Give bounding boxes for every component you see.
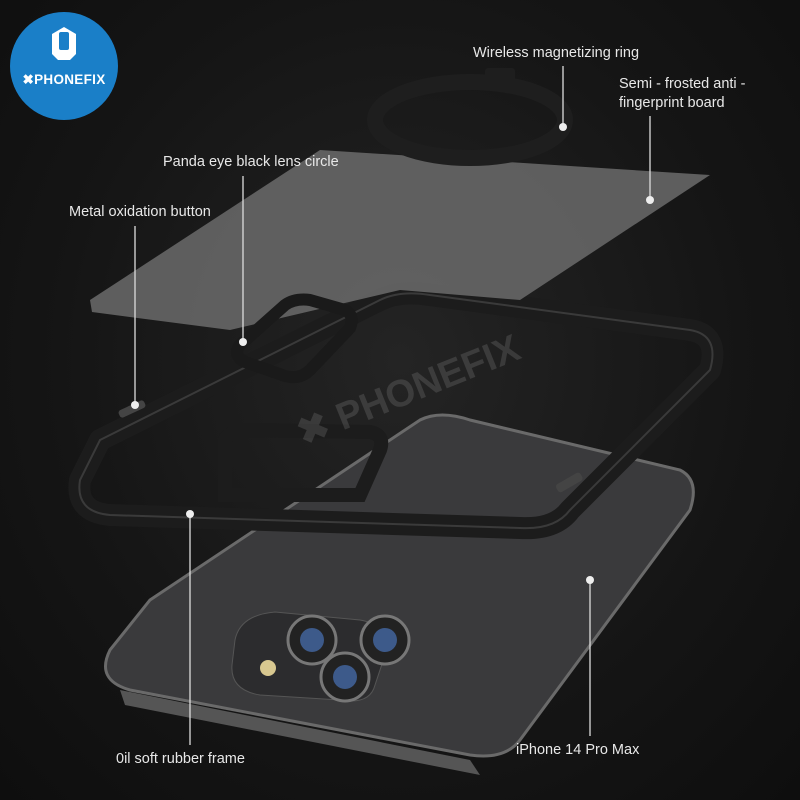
label-frosted-board-1: Semi - frosted anti - [619,76,746,92]
x-icon: ✖ [22,72,35,87]
panda-lens-ring [231,293,358,384]
phonefix-logo: ✖PHONEFIX [10,12,118,120]
magnetizing-ring [367,68,573,166]
wrench-phone-icon [52,27,76,60]
iphone-body [104,413,695,775]
frosted-back-plate [90,150,710,330]
camera-lenses [260,614,411,703]
label-phone-model: iPhone 14 Pro Max [516,742,640,758]
label-rubber-frame: 0il soft rubber frame [116,751,245,767]
logo-text: PHONEFIX [34,72,106,87]
rubber-frame [68,282,724,540]
label-lens-circle: Panda eye black lens circle [163,154,339,170]
label-metal-button: Metal oxidation button [69,204,211,220]
label-frosted-board-2: fingerprint board [619,95,725,111]
label-wireless-ring: Wireless magnetizing ring [473,45,640,61]
